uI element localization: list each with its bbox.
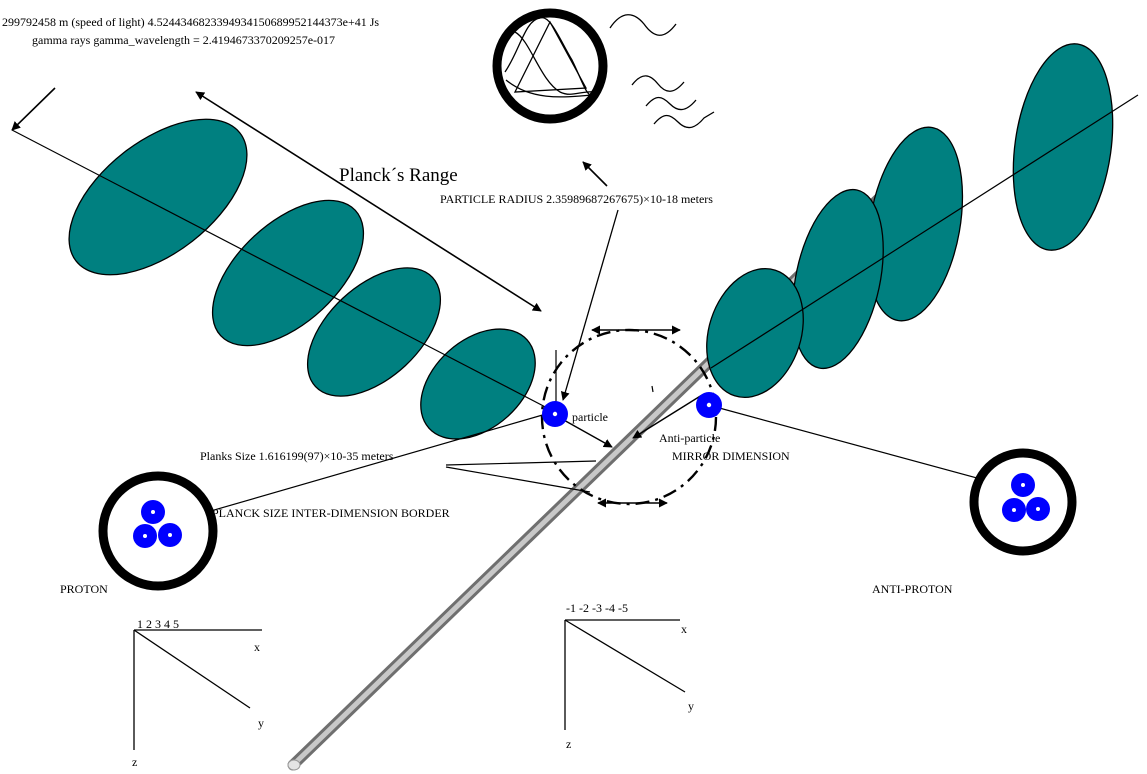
axes-left — [133, 629, 262, 750]
gamma-label: gamma rays gamma_wavelength = 2.41946733… — [32, 33, 335, 47]
axes-right-ticks: -1 -2 -3 -4 -5 — [566, 601, 628, 615]
mirror-circle — [540, 328, 718, 506]
planks-size-pointer-1 — [445, 460, 597, 466]
particle-radius-arrow-down — [560, 209, 619, 401]
particle-label: particle — [572, 410, 608, 424]
anti-proton-label: ANTI-PROTON — [872, 582, 953, 596]
speed-of-light-label: 299792458 m (speed of light) 4.524434682… — [2, 15, 379, 29]
proton-label: PROTON — [60, 582, 108, 596]
particle-to-border-arrow — [561, 418, 613, 448]
antiparticle-to-antiproton-line — [711, 405, 1022, 491]
axes-right-y-label: y — [688, 699, 694, 713]
gamma-circle-icon — [492, 8, 608, 124]
axes-left-z-label: z — [132, 755, 137, 769]
antiproton-icon — [969, 448, 1077, 556]
axes-left-y-label: y — [258, 716, 264, 730]
dot-mark — [651, 385, 654, 393]
planks-size-pointer-2 — [445, 466, 591, 493]
axes-right-z-label: z — [566, 737, 571, 751]
axes-left-ticks: 1 2 3 4 5 — [137, 617, 179, 631]
proton-icon — [98, 471, 218, 591]
axes-left-x-label: x — [254, 640, 260, 654]
planks-size-label: Planks Size 1.616199(97)×10-35 meters — [200, 449, 394, 463]
particle-icon — [542, 401, 568, 427]
antiparticle-icon — [696, 392, 722, 418]
particle-radius-arrow-up — [582, 161, 608, 187]
axes-right-x-label: x — [681, 622, 687, 636]
wave-lines — [609, 14, 715, 129]
particle-to-proton-line — [151, 413, 547, 529]
right-ellipses — [706, 43, 1139, 399]
planck-range-label: Planck´s Range — [339, 165, 458, 186]
anti-particle-label: Anti-particle — [659, 431, 720, 445]
antiparticle-to-border-arrow — [632, 394, 703, 439]
planck-range-arrow — [195, 91, 542, 312]
axes-right — [564, 619, 686, 730]
left-ellipses — [11, 118, 556, 440]
particle-radius-label: PARTICLE RADIUS 2.35989687267675)×10-18 … — [440, 192, 713, 206]
mirror-dimension-label: MIRROR DIMENSION — [672, 449, 790, 463]
planck-border-label: PLANCK SIZE INTER-DIMENSION BORDER — [212, 506, 450, 520]
arrow-top-left — [11, 87, 56, 131]
